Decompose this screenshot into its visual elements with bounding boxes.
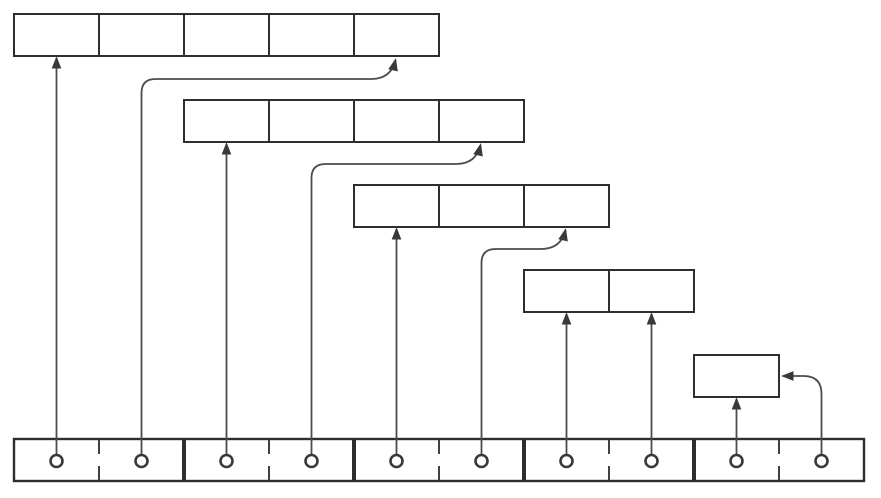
pointer-slot-circle-3: [219, 453, 234, 469]
pointer-slot-circle-5: [389, 453, 404, 469]
row-block-1: [13, 13, 440, 57]
arrow-slot2-to-row1-cell5: [140, 58, 398, 455]
pointer-slot-circle-8: [644, 453, 659, 469]
row-block-5: [693, 354, 780, 398]
arrow-slot6-to-row3-cell3: [480, 228, 568, 455]
pointer-slot-circle-1: [49, 453, 64, 469]
pointer-slot-circle-9: [729, 453, 744, 469]
pointer-slot-circle-6: [474, 453, 489, 469]
pointer-slot-circle-4: [304, 453, 319, 469]
pointer-slot-circle-7: [559, 453, 574, 469]
row-block-3: [353, 184, 610, 228]
arrow-slot10-to-row5-right: [781, 371, 823, 455]
pointer-slot-circle-10: [814, 453, 829, 469]
pointer-slot-circle-2: [134, 453, 149, 469]
arrow-slot4-to-row2-cell4: [310, 143, 483, 455]
